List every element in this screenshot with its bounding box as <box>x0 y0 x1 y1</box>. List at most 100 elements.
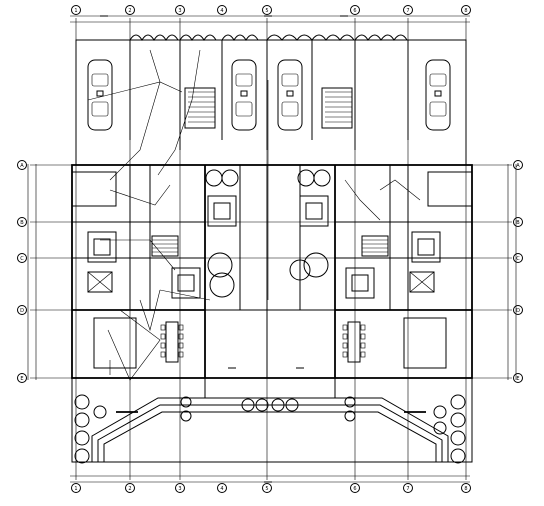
grid-bubbles-left: A B C D E <box>17 160 27 383</box>
round-fixture <box>433 405 447 419</box>
fixture-box <box>345 267 375 299</box>
grid-bubble-label: C <box>20 256 24 262</box>
grid-bubble: 4 <box>217 483 227 493</box>
round-fixture <box>205 169 223 187</box>
interior-stairs <box>151 91 389 257</box>
car-icon <box>87 59 113 131</box>
grid-bubble-label: 2 <box>128 8 131 14</box>
grid-bubble: 1 <box>71 5 81 15</box>
round-fixture <box>93 405 107 419</box>
round-fixture <box>433 421 447 435</box>
grid-bubble-label: 5 <box>265 486 268 492</box>
grid-bubble: D <box>513 305 523 315</box>
round-fixture <box>180 396 192 408</box>
grid-bubble: E <box>17 373 27 383</box>
round-fixture <box>74 448 90 464</box>
round-fixtures <box>74 169 466 464</box>
round-fixture <box>289 259 311 281</box>
car-icon <box>231 59 257 131</box>
grid-bubble-label: 8 <box>464 486 467 492</box>
seating-cluster <box>87 271 113 293</box>
grid-bubble: 3 <box>175 483 185 493</box>
room-tag-marks <box>100 15 348 483</box>
fixture-box <box>87 231 117 263</box>
round-fixture <box>344 396 356 408</box>
grid-bubble-label: 6 <box>353 8 356 14</box>
dining-table <box>342 321 366 363</box>
grid-bubble-label: 5 <box>265 8 268 14</box>
fixture-box <box>207 195 237 227</box>
grid-bubble-label: 6 <box>353 486 356 492</box>
grid-bubble-label: 2 <box>128 486 131 492</box>
grid-bubble: 2 <box>125 5 135 15</box>
grid-bubble: A <box>17 160 27 170</box>
grid-bubble: 5 <box>262 5 272 15</box>
dining-table <box>160 321 184 363</box>
grid-bubble-label: 7 <box>406 486 409 492</box>
stair-right-garage <box>321 87 353 129</box>
grid-bubbles-top: 1 2 3 4 5 6 7 8 <box>71 5 471 15</box>
terrace-zone <box>71 377 473 463</box>
grid-bubble: 4 <box>217 5 227 15</box>
grid-bubble: 6 <box>350 5 360 15</box>
round-fixture <box>303 252 329 278</box>
grid-bubble: 7 <box>403 483 413 493</box>
round-fixture <box>450 412 466 428</box>
fixture-box <box>411 231 441 263</box>
grid-bubble-label: 8 <box>464 8 467 14</box>
grid-bubble: B <box>17 217 27 227</box>
electrical-wiring <box>87 49 421 381</box>
stair-left-garage <box>184 87 216 129</box>
grid-bubble: B <box>513 217 523 227</box>
grid-bubble-label: 1 <box>74 8 77 14</box>
grid-bubble-label: 1 <box>74 486 77 492</box>
grid-bubble: 5 <box>262 483 272 493</box>
round-fixture <box>207 252 233 278</box>
grid-bubble-label: 7 <box>406 8 409 14</box>
grid-bubble-label: 3 <box>178 486 181 492</box>
round-fixture <box>344 410 356 422</box>
grid-bubble-label: C <box>516 256 520 262</box>
round-fixture <box>74 430 90 446</box>
grid-bubble: 8 <box>461 5 471 15</box>
grid-bubble-label: 4 <box>220 486 223 492</box>
grid-bubble-label: B <box>20 220 24 226</box>
grid-bubble-label: D <box>20 308 24 314</box>
round-fixture <box>74 394 90 410</box>
grid-bubble-label: D <box>516 308 520 314</box>
grid-bubble: 2 <box>125 483 135 493</box>
grid-bubbles-bottom: 1 2 3 4 5 6 7 8 <box>71 483 471 493</box>
grid-bubble-label: B <box>516 220 520 226</box>
round-fixture <box>74 412 90 428</box>
grid-bubble-label: 4 <box>220 8 223 14</box>
grid-bubble: C <box>513 253 523 263</box>
garage-vehicles <box>87 59 451 131</box>
grid-bubble: C <box>17 253 27 263</box>
grid-bubble-label: 3 <box>178 8 181 14</box>
grid-bubble: A <box>513 160 523 170</box>
dining-tables <box>87 271 435 363</box>
grid-bubbles-right: A B C D E <box>513 160 523 383</box>
round-fixture <box>450 394 466 410</box>
fixture-box <box>299 195 329 227</box>
grid-bubble: 3 <box>175 5 185 15</box>
garage-zone <box>75 34 467 166</box>
round-fixture <box>313 169 331 187</box>
car-icon <box>425 59 451 131</box>
grid-bubble-label: A <box>20 163 24 169</box>
plumbing-fixtures <box>87 195 441 299</box>
grid-bubble: 7 <box>403 5 413 15</box>
round-fixture <box>221 169 239 187</box>
car-icon <box>277 59 303 131</box>
seating-cluster <box>409 271 435 293</box>
round-fixture <box>450 430 466 446</box>
round-fixture <box>180 410 192 422</box>
grid-bubble: D <box>17 305 27 315</box>
grid-bubble: 8 <box>461 483 471 493</box>
grid-bubble: 1 <box>71 483 81 493</box>
fixture-box <box>171 267 201 299</box>
grid-bubble: E <box>513 373 523 383</box>
grid-bubble-label: A <box>516 163 520 169</box>
grid-bubble: 6 <box>350 483 360 493</box>
